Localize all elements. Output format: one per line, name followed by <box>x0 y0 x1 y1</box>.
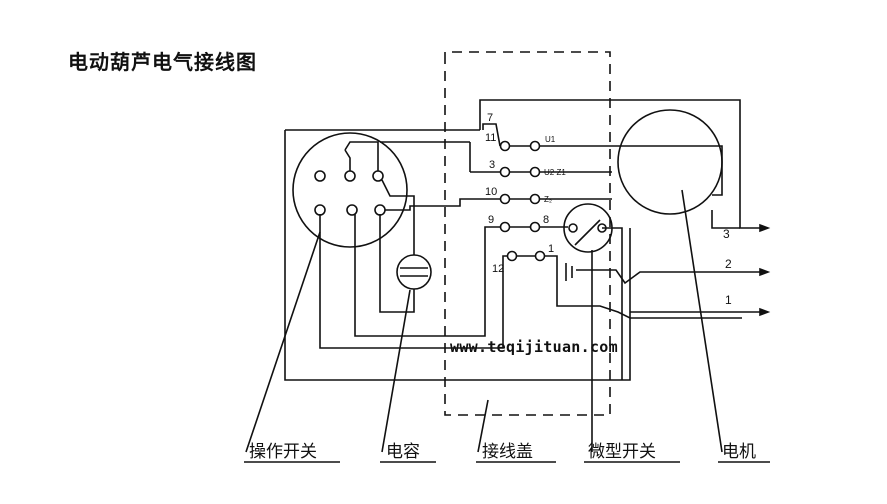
terminal-10-label: 10 <box>485 186 497 198</box>
terminal-11-label: 11 <box>485 132 496 144</box>
terminal-z2-label: Z₂ <box>544 195 552 204</box>
terminal-u2z1-label: U2 Z1 <box>544 168 566 177</box>
terminal-3-label: 3 <box>489 159 495 171</box>
lead-2-label: 2 <box>725 257 732 271</box>
callout-motor: 电机 <box>722 442 756 462</box>
motor-circle <box>617 109 723 215</box>
lead-3-label: 3 <box>723 227 730 241</box>
lead-1-label: 1 <box>725 293 732 307</box>
callout-capacitor: 电容 <box>386 442 420 462</box>
watermark-url: www.teqijituan.com <box>450 338 618 356</box>
terminal-cover-outline <box>444 51 611 416</box>
terminal-9-label: 9 <box>488 214 494 226</box>
callout-terminal-cover: 接线盖 <box>482 442 533 462</box>
capacitor-circle <box>396 254 432 290</box>
terminal-8-label: 8 <box>543 214 549 226</box>
terminal-12-label: 12 <box>492 263 504 275</box>
callout-operating-switch: 操作开关 <box>249 442 317 462</box>
operating-switch-circle <box>292 132 408 248</box>
housing-outline <box>284 130 631 381</box>
terminal-1-label: 1 <box>548 243 554 255</box>
terminal-7-label: 7 <box>487 112 493 124</box>
callout-micro-switch: 微型开关 <box>588 442 656 462</box>
terminal-u1-label: U1 <box>545 135 556 144</box>
diagram-title: 电动葫芦电气接线图 <box>68 50 257 74</box>
